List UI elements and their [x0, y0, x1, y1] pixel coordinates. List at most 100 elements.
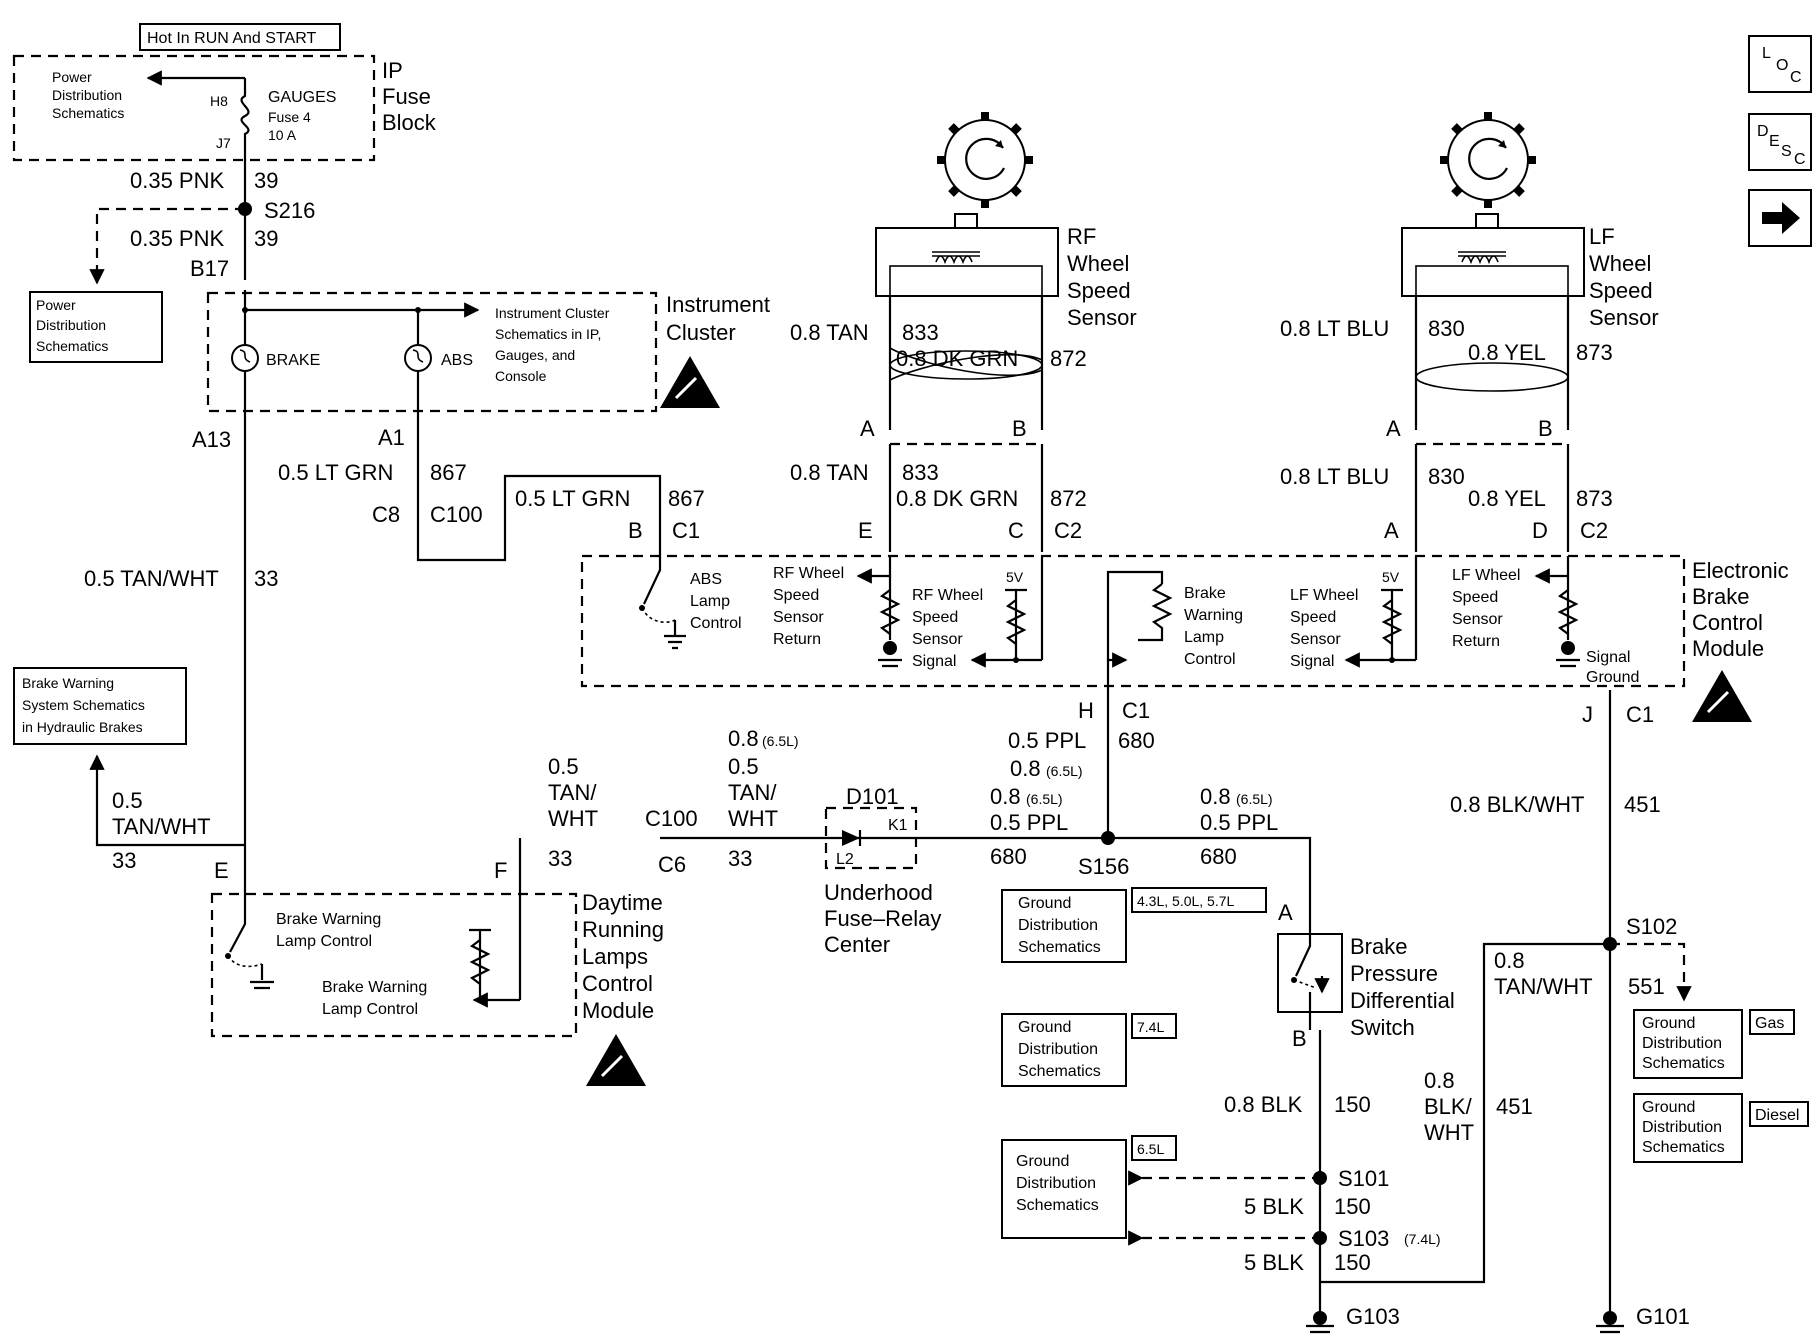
text-c: C — [1008, 518, 1024, 543]
wire-label-rf-dkgrn: 0.8 DK GRN — [896, 346, 1018, 371]
svg-text:Ground: Ground — [1642, 1099, 1695, 1116]
text-differential: Differential — [1350, 988, 1455, 1013]
text-wht: WHT — [548, 806, 598, 831]
brake-warning-system-ref[interactable]: Brake Warning System Schematics in Hydra… — [13, 667, 187, 745]
connector-c100-top: C100 — [430, 502, 483, 527]
svg-text:L: L — [1762, 45, 1771, 62]
text-rf-wheel: RF Wheel — [773, 565, 844, 582]
text-c2: C2 — [1054, 518, 1082, 543]
ground-symbol-abs — [664, 634, 686, 650]
text-control: Control — [1692, 610, 1763, 635]
text-150-3: 150 — [1334, 1250, 1371, 1275]
drl-module-outline — [210, 892, 578, 1038]
text-module-2: Module — [582, 998, 654, 1023]
text-0-8-6: 0.8 — [1424, 1068, 1455, 1093]
text-0-8-2: 0.8 — [990, 784, 1021, 809]
svg-text:Schematics: Schematics — [36, 338, 108, 354]
desc-button[interactable]: D E S C — [1748, 113, 1812, 171]
svg-text:S: S — [1781, 143, 1792, 160]
text-830-2: 830 — [1428, 464, 1465, 489]
text-s103: S103 — [1338, 1226, 1389, 1251]
text-lamps: Lamps — [582, 944, 648, 969]
text-0-35-pnk: 0.35 PNK — [130, 226, 224, 251]
text-33-3: 33 — [548, 846, 572, 871]
wire-label-rf-tan: 0.8 TAN — [790, 320, 869, 345]
loc-button[interactable]: L O C — [1748, 35, 1812, 93]
svg-text:Diesel: Diesel — [1755, 1107, 1799, 1124]
ebcm-outline — [580, 554, 1686, 688]
text-running: Running — [582, 917, 664, 942]
ip-fuse-block-title-2: Fuse — [382, 84, 431, 109]
text-833-2: 833 — [902, 460, 939, 485]
splice-s101 — [1313, 1171, 1327, 1185]
ground-distribution-ref-diesel[interactable]: Ground Distribution Schematics Diesel — [1633, 1093, 1809, 1163]
ground-distribution-ref-gas[interactable]: Ground Distribution Schematics Gas — [1633, 1009, 1795, 1079]
text-873: 873 — [1576, 340, 1613, 365]
instrument-cluster-schematics-ref[interactable]: Instrument Cluster Schematics in IP, Gau… — [495, 305, 610, 384]
svg-text:Power: Power — [52, 69, 92, 85]
svg-text:in Hydraulic Brakes: in Hydraulic Brakes — [22, 719, 143, 735]
power-distribution-ref-top[interactable]: Power Distribution Schematics — [52, 69, 124, 121]
text-5v-2: 5V — [1382, 569, 1400, 585]
text-39-2: 39 — [254, 226, 278, 251]
text-return-2: Return — [1452, 633, 1500, 650]
ground-g103-label: G103 — [1346, 1304, 1400, 1329]
instrument-cluster-outline — [206, 291, 658, 413]
svg-text:Schematics: Schematics — [1018, 939, 1101, 956]
text-551: 551 — [1628, 974, 1665, 999]
text-control-3: Control — [1184, 651, 1236, 668]
lf-signal-resistor — [1381, 599, 1403, 645]
svg-text:7.4L: 7.4L — [1137, 1019, 1164, 1035]
text-5-blk-2: 5 BLK — [1244, 1250, 1304, 1275]
wire-label-lf-yel: 0.8 YEL — [1468, 340, 1546, 365]
text-center: Center — [824, 932, 890, 957]
brake-bulb-icon — [231, 344, 259, 372]
text-451: 451 — [1624, 792, 1661, 817]
ground-distribution-ref-2[interactable]: Ground Distribution Schematics 7.4L — [1001, 1013, 1177, 1087]
text-e: E — [858, 518, 873, 543]
drl-module-title: Daytime — [582, 890, 663, 915]
hot-in-run-label: Hot In RUN And START — [139, 23, 341, 51]
svg-text:Ground: Ground — [1018, 895, 1071, 912]
text-b-3: B — [628, 518, 643, 543]
text-wht-3: WHT — [1424, 1120, 1474, 1145]
power-distribution-ref-left[interactable]: Power Distribution Schematics — [29, 291, 163, 363]
svg-text:Gas: Gas — [1755, 1015, 1784, 1032]
text-speed-3: Speed — [773, 587, 819, 604]
text-33: 33 — [254, 566, 278, 591]
svg-text:C: C — [1790, 69, 1802, 86]
text-6-5l-2: (6.5L) — [1026, 791, 1063, 807]
text-cluster: Cluster — [666, 320, 736, 345]
text-k1: K1 — [888, 817, 908, 834]
svg-text:Ground: Ground — [1016, 1153, 1069, 1170]
svg-text:Distribution: Distribution — [36, 317, 106, 333]
text-wheel: Wheel — [1067, 251, 1129, 276]
ground-distribution-ref-1[interactable]: Ground Distribution Schematics 4.3L, 5.0… — [1001, 887, 1267, 963]
next-page-button[interactable] — [1748, 189, 1812, 247]
rf-sensor-gear-icon — [937, 112, 1033, 229]
fuse-label: GAUGES — [268, 89, 336, 106]
text-abs: ABS — [690, 571, 722, 588]
ground-distribution-ref-3[interactable]: Ground Distribution Schematics 6.5L — [1001, 1135, 1177, 1239]
text-6-5l: (6.5L) — [1046, 763, 1083, 779]
pin-a13: A13 — [192, 427, 231, 452]
pin-a1: A1 — [378, 425, 405, 450]
text-a: A — [860, 416, 875, 441]
text-sensor-6: Sensor — [1452, 611, 1503, 628]
text-wht-2: WHT — [728, 806, 778, 831]
svg-text:Schematics in IP,: Schematics in IP, — [495, 326, 601, 342]
abs-bulb-icon — [404, 344, 432, 372]
svg-text:E: E — [1769, 133, 1780, 150]
esd-sensitive-icon-drl — [586, 1034, 646, 1086]
svg-text:Console: Console — [495, 368, 547, 384]
text-b-2: B — [1538, 416, 1553, 441]
text-c6: C6 — [658, 852, 686, 877]
text-lamp-control-2: Lamp Control — [322, 1001, 418, 1018]
svg-text:O: O — [1776, 57, 1788, 74]
text-6-5l-4: (6.5L) — [762, 733, 799, 749]
text-brake-warning-2: Brake Warning — [322, 979, 427, 996]
text-680: 680 — [1118, 728, 1155, 753]
wire-label-lt-grn-2: 0.5 LT GRN — [515, 486, 630, 511]
rf-signal-resistor — [1005, 599, 1027, 645]
